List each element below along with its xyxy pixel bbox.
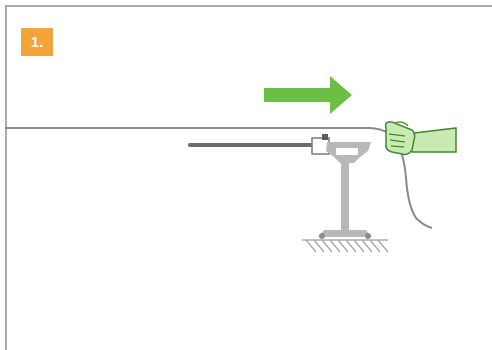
gloved-hand-icon (384, 121, 457, 156)
diagram-frame (5, 5, 492, 350)
step-number-badge: 1. (21, 28, 53, 56)
arrow-right-icon (264, 76, 352, 114)
cable-puller-tool-icon (311, 134, 372, 239)
ground-hatch-icon (302, 239, 389, 253)
